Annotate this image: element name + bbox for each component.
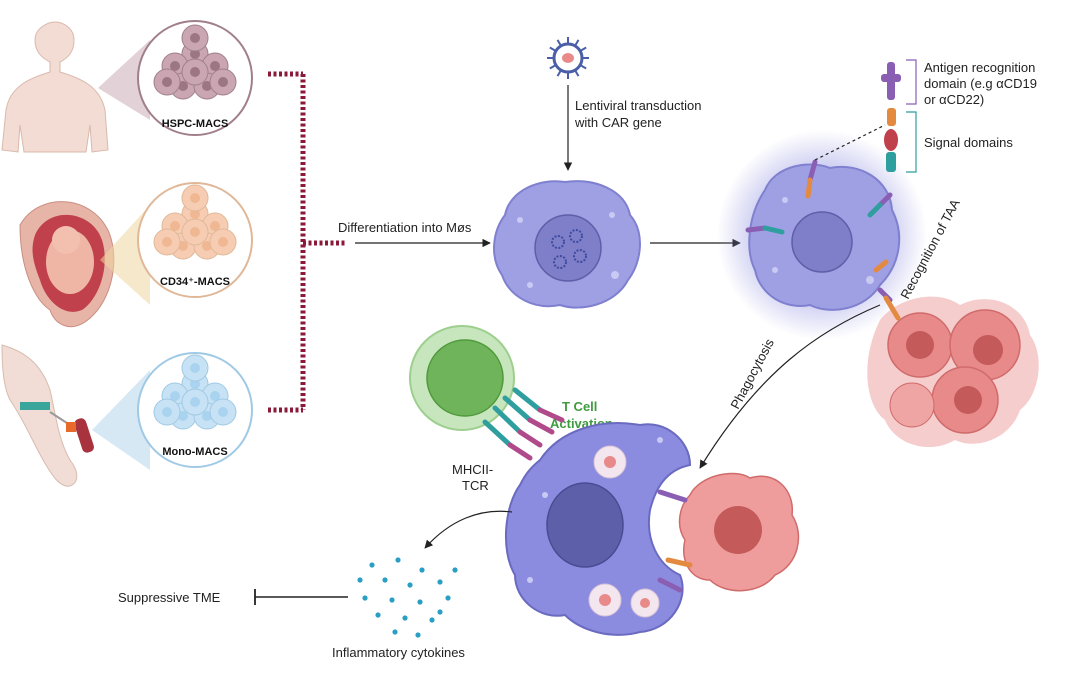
cluster-cell-nucleus xyxy=(190,33,200,43)
cluster-cell-nucleus xyxy=(210,61,220,71)
virus-spike xyxy=(574,39,580,47)
cytokine-dot xyxy=(452,567,458,573)
lentivirus-icon xyxy=(547,37,589,79)
antigen-label-line3: or αCD22) xyxy=(924,92,984,107)
cd34-label: CD34⁺-MACS xyxy=(160,276,230,288)
mhc-tcr-receptors xyxy=(482,387,565,461)
virus-spike xyxy=(556,39,562,47)
hspc-cell-cluster: HSPC-MACS xyxy=(137,20,253,136)
cytokine-dot xyxy=(375,612,381,618)
signal-label: Signal domains xyxy=(924,135,1013,150)
cluster-cell-nucleus xyxy=(170,61,180,71)
cytokine-dot xyxy=(407,582,413,588)
antigen-bracket xyxy=(906,59,917,105)
cytokine-dot xyxy=(382,577,388,583)
cluster-cell-nucleus xyxy=(190,363,200,373)
cluster-cell-nucleus xyxy=(202,241,212,251)
cluster-cell-nucleus xyxy=(202,81,212,91)
lentiviral-label-line2: with CAR gene xyxy=(574,115,662,130)
cytokine-dot xyxy=(389,597,395,603)
cluster-cell-nucleus xyxy=(162,407,172,417)
phagocytosis-label: Phagocytosis xyxy=(727,336,777,412)
cluster-cell-nucleus xyxy=(218,77,228,87)
cluster-cell-nucleus xyxy=(190,67,200,77)
cluster-cell-nucleus xyxy=(190,209,200,219)
cytokine-dot xyxy=(362,595,368,601)
hspc-callout-wedge xyxy=(98,40,150,120)
source-merge-bracket xyxy=(268,71,345,413)
cytokine-dot xyxy=(445,595,451,601)
differentiation-label: Differentiation into Møs xyxy=(338,220,472,235)
cytokine-dot xyxy=(395,557,401,563)
antigen-label-line1: Antigen recognition xyxy=(924,60,1035,75)
cytokine-dot xyxy=(417,599,423,605)
car-tumor-binding xyxy=(883,295,901,321)
virus-spike xyxy=(549,46,557,52)
cd34-callout-wedge xyxy=(100,205,150,305)
suppressive-tme-label: Suppressive TME xyxy=(118,590,221,605)
cytokines-label: Inflammatory cytokines xyxy=(332,645,465,660)
cluster-cell-nucleus xyxy=(202,411,212,421)
inflammatory-cytokines xyxy=(357,557,458,638)
mhc-label-line1: MHCII- xyxy=(452,462,493,477)
mhc-label-line2: TCR xyxy=(462,478,489,493)
cluster-cell-nucleus xyxy=(178,241,188,251)
cytokine-dot xyxy=(419,567,425,573)
car-macrophage xyxy=(748,163,901,311)
transduced-macrophage xyxy=(493,180,641,309)
phagocytosis-arrow xyxy=(699,304,881,469)
cluster-cell-nucleus xyxy=(170,391,180,401)
virus-spike xyxy=(549,64,557,70)
mono-cell-cluster: Mono-MACS xyxy=(137,352,253,468)
cluster-cell-nucleus xyxy=(162,237,172,247)
phagocytic-car-receptors xyxy=(657,489,693,593)
cytokine-dot xyxy=(369,562,375,568)
cluster-cell-nucleus xyxy=(218,237,228,247)
cluster-cell-nucleus xyxy=(190,227,200,237)
fetus-icon xyxy=(19,201,115,328)
cluster-cell-nucleus xyxy=(190,397,200,407)
cluster-cell-nucleus xyxy=(190,49,200,59)
hspc-label: HSPC-MACS xyxy=(162,118,229,130)
phagocytic-macrophage xyxy=(504,422,692,636)
human-torso-icon xyxy=(1,21,109,153)
cluster-cell-nucleus xyxy=(178,411,188,421)
car-domain-icon xyxy=(881,62,901,172)
signal-bracket xyxy=(906,111,917,173)
virus-spike xyxy=(579,46,587,52)
virus-spike xyxy=(579,64,587,70)
tumor-cell-cluster xyxy=(867,296,1039,448)
cytokine-dot xyxy=(437,609,443,615)
mono-label: Mono-MACS xyxy=(162,446,227,458)
cytokine-dot xyxy=(392,629,398,635)
lentiviral-label-line1: Lentiviral transduction xyxy=(575,98,701,113)
antigen-label-line2: domain (e.g αCD19 xyxy=(924,76,1037,91)
cluster-cell-nucleus xyxy=(190,379,200,389)
cluster-cell-nucleus xyxy=(210,391,220,401)
cluster-cell-nucleus xyxy=(170,221,180,231)
t-cell-activation-line1: T Cell xyxy=(562,399,597,414)
virus-spike xyxy=(574,69,580,77)
cytokine-release-arrow xyxy=(424,510,513,549)
cluster-cell-nucleus xyxy=(162,77,172,87)
mono-callout-wedge xyxy=(92,370,150,470)
virus-spike xyxy=(556,69,562,77)
cluster-cell-nucleus xyxy=(190,193,200,203)
cluster-cell-nucleus xyxy=(178,81,188,91)
cytokine-dot xyxy=(357,577,363,583)
cytokine-dot xyxy=(415,632,421,638)
cytokine-dot xyxy=(429,617,435,623)
car-zoom-line xyxy=(814,124,886,161)
cytokine-dot xyxy=(437,579,443,585)
cd34-cell-cluster: CD34⁺-MACS xyxy=(137,182,253,298)
arm-blood-draw-icon xyxy=(1,344,94,487)
engulfed-tumor-cell xyxy=(678,472,800,592)
cluster-cell-nucleus xyxy=(210,221,220,231)
cluster-cell-nucleus xyxy=(218,407,228,417)
cytokine-dot xyxy=(402,615,408,621)
t-cell xyxy=(409,325,515,431)
